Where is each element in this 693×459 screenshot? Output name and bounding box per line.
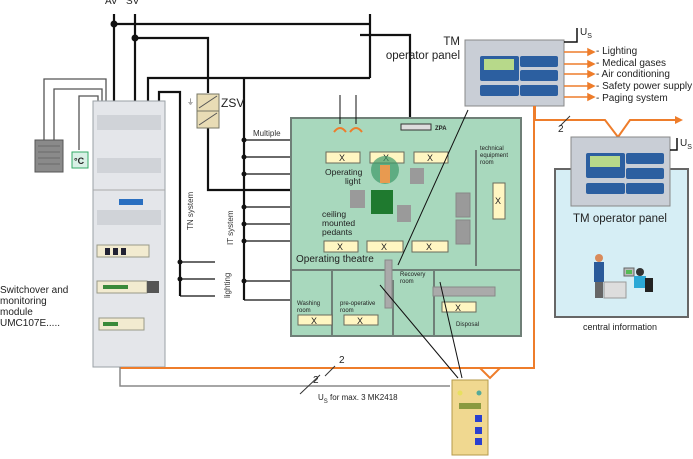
technical-room-label: technical [480, 146, 504, 152]
svg-text:⏚: ⏚ [187, 98, 194, 106]
recovery-room-label: Recovery [400, 272, 425, 278]
svg-text:module: module [0, 307, 33, 318]
operating-table-icon [371, 190, 393, 214]
mk2418-repeater-panel[interactable] [451, 379, 489, 456]
av-label: AV [105, 0, 118, 7]
supply-cables [112, 14, 412, 300]
junction-dot [110, 20, 118, 28]
ceiling-lights [297, 151, 506, 326]
svg-text:equipment: equipment [480, 153, 508, 159]
cable-count-bottom-a: 2 [313, 375, 319, 386]
svg-text:X: X [339, 153, 345, 163]
operating-light-label: Operating [325, 167, 363, 177]
bus-cables-orange [120, 106, 675, 380]
svg-text:°C: °C [74, 156, 85, 166]
transformer-icon [34, 139, 64, 173]
cable-count-right: 2 [558, 124, 564, 135]
us-supply-cable [119, 367, 450, 387]
preop-room-label: pre-operative [340, 301, 376, 307]
svg-text:- Lighting: - Lighting [596, 46, 637, 57]
svg-text:X: X [357, 316, 363, 326]
svg-text:room: room [480, 160, 494, 166]
disposal-label: Disposal [456, 322, 479, 328]
svg-text:light: light [345, 176, 361, 186]
temperature-sensor-icon [71, 151, 89, 169]
multiple-label: Multiple [253, 129, 281, 138]
svg-text:room: room [340, 308, 354, 314]
svg-text:X: X [311, 316, 317, 326]
washing-room-label: Washing [297, 301, 320, 307]
svg-text:X: X [381, 242, 387, 252]
junction-dot [131, 34, 139, 42]
svg-text:pedants: pedants [322, 227, 352, 237]
svg-text:monitoring: monitoring [0, 296, 47, 307]
it-system-label: IT system [226, 210, 235, 245]
zpa-terminal-icon [400, 123, 432, 131]
us-max-note: US for max. 3 MK2418 [318, 393, 398, 405]
tm-operator-panel-right[interactable] [570, 136, 671, 207]
tm-operator-panel-top[interactable] [464, 39, 565, 107]
operating-theatre-label: Operating theatre [296, 254, 374, 265]
svg-text:Switchover and: Switchover and [0, 285, 68, 296]
orange-socket-icon [333, 127, 363, 133]
zpa-label: ZPA [435, 126, 447, 132]
svg-text:room: room [297, 308, 311, 314]
sv-label: SV [126, 0, 140, 7]
svg-text:X: X [427, 153, 433, 163]
tm-panel-top-title: TM [443, 36, 460, 48]
output-list: - Lighting - Medical gases - Air conditi… [596, 46, 692, 104]
us-label-right: US [680, 138, 692, 151]
svg-text:X: X [426, 242, 432, 252]
tn-system-label: TN system [186, 191, 195, 230]
output-arrows [564, 47, 596, 102]
sensor-wires [43, 78, 107, 150]
switchover-label: Switchover and monitoring module UMC107E… [0, 285, 68, 329]
svg-text:UMC107E.....: UMC107E..... [0, 318, 60, 329]
tm-panel-right-title: TM operator panel [573, 213, 667, 225]
central-information-label: central information [583, 322, 657, 332]
svg-text:- Safety power supply: - Safety power supply [596, 81, 692, 92]
svg-text:- Paging system: - Paging system [596, 93, 668, 104]
svg-text:room: room [400, 279, 414, 285]
lighting-label: lighting [223, 273, 232, 298]
svg-text:- Medical gases: - Medical gases [596, 58, 666, 69]
zsv-label: ZSV [221, 96, 244, 110]
svg-text:- Air conditioning: - Air conditioning [596, 69, 670, 80]
svg-text:mounted: mounted [322, 218, 355, 228]
svg-text:X: X [455, 303, 461, 313]
svg-text:operator panel: operator panel [386, 50, 460, 62]
svg-text:X: X [337, 242, 343, 252]
cable-count-bottom-b: 2 [339, 355, 345, 366]
us-label-top: US [580, 27, 592, 40]
ceiling-pendants-label: ceiling [322, 209, 346, 219]
svg-text:X: X [495, 196, 501, 206]
operators-illustration-icon [594, 254, 653, 299]
switchover-cabinet [92, 100, 166, 368]
